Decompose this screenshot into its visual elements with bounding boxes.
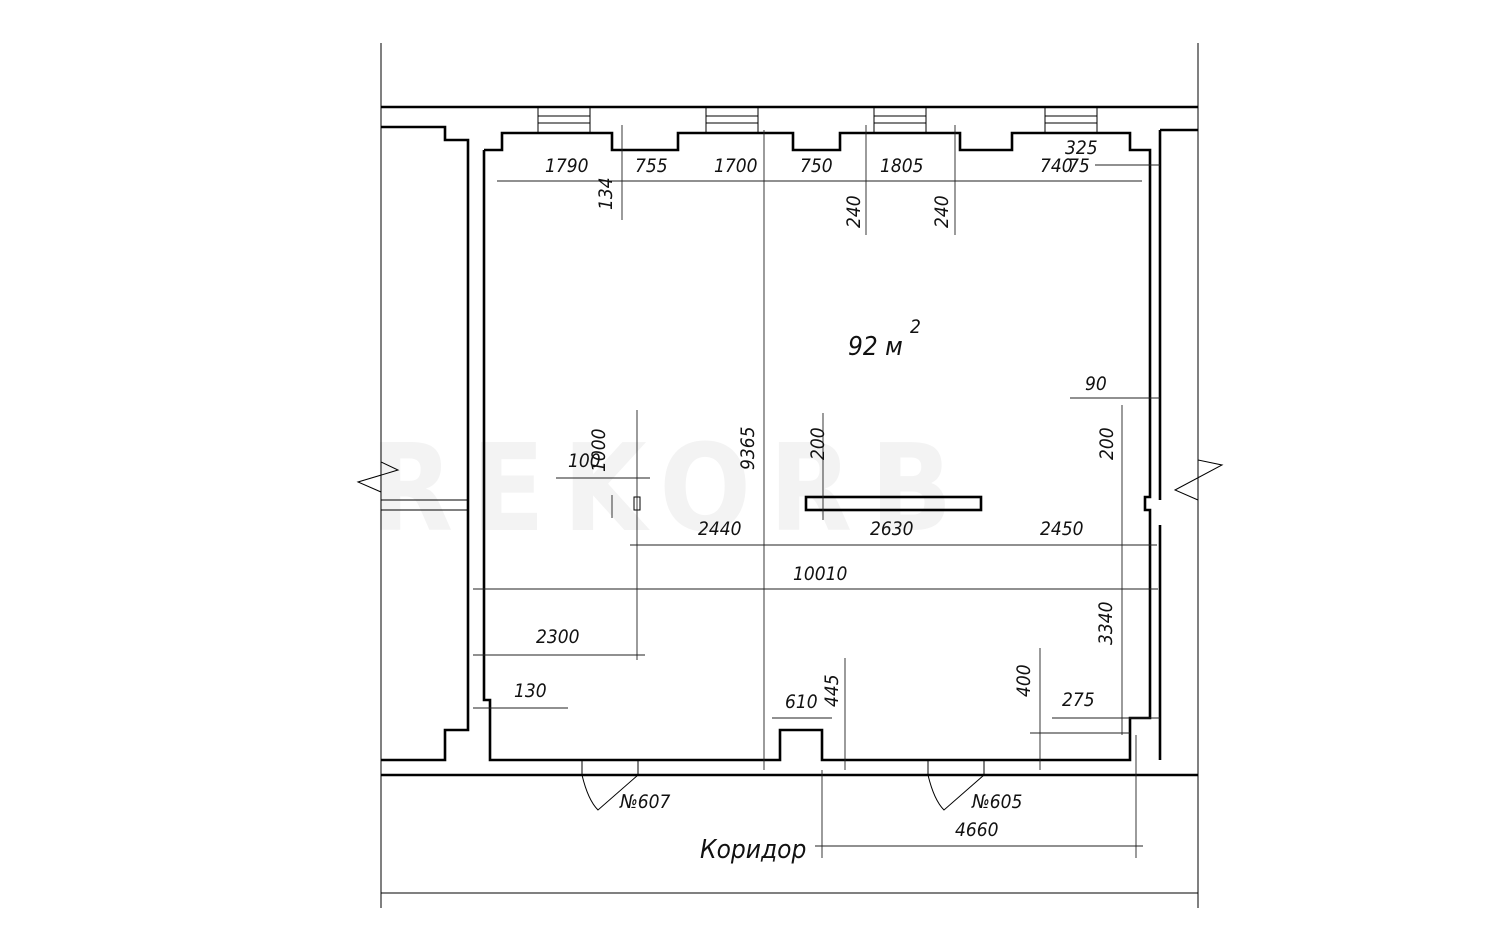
- dim-top-325: 325: [1065, 137, 1098, 159]
- dim-2440: 2440: [698, 518, 742, 540]
- dimension-lines: [473, 125, 1160, 858]
- dim-445: 445: [821, 674, 843, 707]
- dim-90: 90: [1085, 373, 1107, 395]
- area-label: 92 м: [848, 332, 903, 362]
- dim-top-740: 740: [1040, 155, 1073, 177]
- partition: [804, 495, 983, 512]
- dim-100: 100: [568, 450, 601, 472]
- dim-top-1805: 1805: [880, 155, 924, 177]
- dim-10010: 10010: [793, 563, 847, 585]
- dim-top-750: 750: [800, 155, 833, 177]
- dim-275: 275: [1062, 689, 1095, 711]
- door-605: [927, 760, 985, 811]
- dim-610: 610: [785, 691, 818, 713]
- door-607: [581, 760, 639, 811]
- dim-130: 130: [514, 680, 547, 702]
- dim-134: 134: [595, 177, 617, 210]
- dim-9365: 9365: [737, 427, 759, 471]
- corridor-label: Коридор: [700, 835, 806, 865]
- area-superscript: 2: [910, 316, 921, 338]
- door-label-607: №607: [619, 791, 671, 813]
- dim-2630: 2630: [870, 518, 914, 540]
- radiators: [537, 106, 1098, 134]
- dim-240-b: 240: [931, 195, 953, 228]
- dim-top-755: 755: [635, 155, 668, 177]
- dim-2300: 2300: [536, 626, 580, 648]
- dim-200-right: 200: [1096, 427, 1118, 460]
- door-label-605: №605: [971, 791, 1022, 813]
- dim-top-75: 75: [1068, 155, 1090, 177]
- dim-400: 400: [1013, 664, 1035, 697]
- dim-top-1790: 1790: [545, 155, 589, 177]
- dim-top-1700: 1700: [714, 155, 758, 177]
- dim-4660: 4660: [955, 819, 999, 841]
- dim-240-a: 240: [843, 195, 865, 228]
- room-contour: [482, 131, 1152, 762]
- dim-200-partition: 200: [807, 427, 829, 460]
- outer-walls: [356, 43, 1224, 908]
- dim-1000: 1000: [588, 428, 610, 472]
- dim-2450: 2450: [1040, 518, 1084, 540]
- dim-3340: 3340: [1095, 601, 1117, 645]
